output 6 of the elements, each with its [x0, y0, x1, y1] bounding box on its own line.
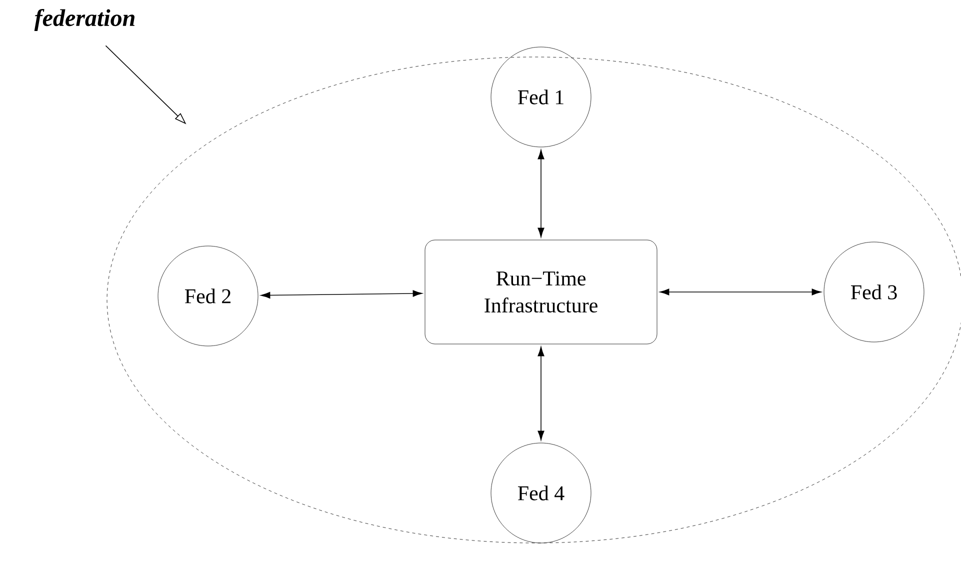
- arrow: [260, 290, 422, 298]
- arrow: [538, 346, 544, 440]
- rti-box: Run−Time Infrastructure: [424, 240, 658, 344]
- federation-label: federation: [34, 9, 134, 31]
- arrow: [538, 150, 544, 238]
- arrow: [660, 288, 822, 296]
